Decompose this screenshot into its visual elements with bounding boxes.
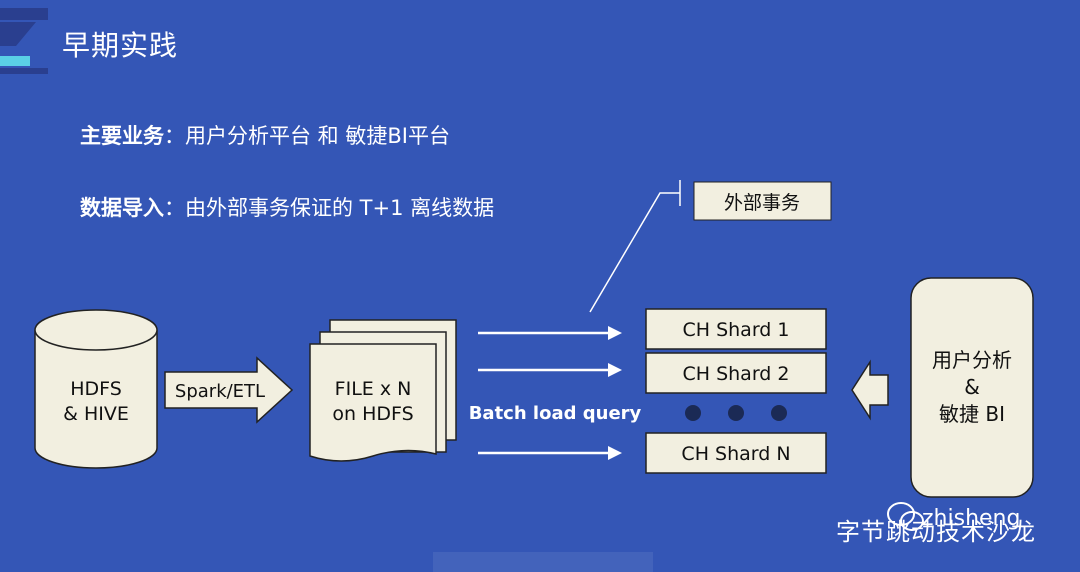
file-label-1: FILE x N (335, 378, 412, 400)
spark-etl-label: Spark/ETL (175, 381, 265, 402)
business-label: 主要业务 (80, 124, 164, 148)
logo-icon (0, 8, 48, 74)
business-text: 用户分析平台 和 敏捷BI平台 (185, 124, 450, 148)
business-sep: ： (164, 124, 185, 148)
client-label-1: 用户分析 (932, 348, 1012, 372)
file-stack: FILE x N on HDFS (309, 319, 457, 462)
ellipsis-dots (685, 405, 787, 421)
import-line: 数据导入：由外部事务保证的 T+1 离线数据 (80, 192, 494, 222)
file-label-2: on HDFS (332, 403, 413, 425)
shard-2-label: CH Shard 2 (682, 363, 789, 385)
hdfs-cylinder: HDFS & HIVE (34, 309, 158, 469)
client-arrow (851, 359, 889, 421)
presentation-toolbar (433, 552, 653, 572)
hdfs-label-2: & HIVE (63, 403, 129, 425)
import-text: 由外部事务保证的 T+1 离线数据 (185, 196, 495, 220)
client-label-2: & (964, 375, 980, 399)
wechat-icon (887, 502, 924, 531)
import-sep: ： (164, 196, 185, 220)
watermark-caption: 字节跳动技术沙龙 (836, 518, 1036, 546)
client-label-3: 敏捷 BI (939, 402, 1005, 426)
spark-etl-arrow: Spark/ETL (164, 356, 294, 424)
external-tx-callout: 外部事务 (589, 180, 832, 313)
watermark-handle: zhisheng (922, 506, 1021, 531)
external-tx-label: 外部事务 (724, 192, 800, 214)
hdfs-label-1: HDFS (70, 378, 122, 400)
shard-n: CH Shard N (645, 432, 827, 474)
shard-n-label: CH Shard N (681, 443, 790, 465)
batch-arrows (478, 326, 622, 460)
business-line: 主要业务：用户分析平台 和 敏捷BI平台 (80, 120, 450, 150)
client-box: 用户分析 & 敏捷 BI (910, 277, 1034, 498)
shard-1-label: CH Shard 1 (682, 319, 789, 341)
import-label: 数据导入 (80, 196, 164, 220)
batch-load-label: Batch load query (469, 403, 642, 424)
slide-title: 早期实践 (62, 29, 179, 62)
shard-1: CH Shard 1 (645, 308, 827, 350)
shard-2: CH Shard 2 (645, 352, 827, 394)
